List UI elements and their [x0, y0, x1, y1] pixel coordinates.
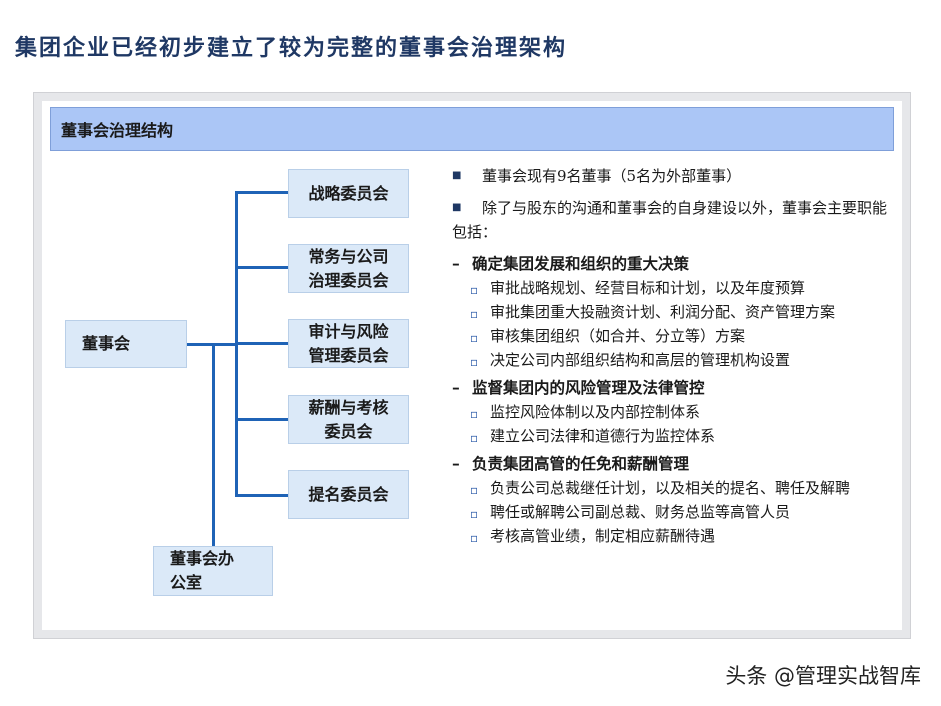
- list-item-text: 决定公司内部组织结构和高层的管理机构设置: [490, 351, 791, 369]
- list-item-text: 审核集团组织（如合并、分立等）方案: [490, 327, 746, 345]
- connector-audit: [235, 342, 288, 345]
- board-label: 董事会: [82, 334, 131, 353]
- nomination-committee-label: 提名委员会: [308, 484, 389, 504]
- panel-inner: 董事会治理结构: [42, 101, 902, 630]
- page-title: 集团企业已经初步建立了较为完整的董事会治理架构: [15, 35, 568, 61]
- dash-icon: –: [452, 254, 460, 273]
- functions-list: ■ 董事会现有9名董事（5名为外部董事） ■ 除了与股东的沟通和董事会的自身建设…: [452, 164, 892, 548]
- list-item-text: 建立公司法律和道德行为监控体系: [490, 427, 716, 445]
- connector-governance: [235, 266, 288, 269]
- section-heading: – 确定集团发展和组织的重大决策: [452, 252, 892, 276]
- bullet-item: ■ 除了与股东的沟通和董事会的自身建设以外，董事会主要职能包括：: [452, 196, 892, 244]
- board-office-box: 董事会办 公室: [153, 546, 273, 596]
- dash-icon: –: [452, 378, 460, 397]
- list-item-text: 负责公司总裁继任计划，以及相关的提名、聘任及解聘: [490, 479, 851, 497]
- square-bullet-icon: ■: [452, 170, 462, 181]
- list-item: ▫ 建立公司法律和道德行为监控体系: [452, 424, 892, 448]
- list-item-text: 审批战略规划、经营目标和计划，以及年度预算: [490, 279, 806, 297]
- list-item-text: 考核高管业绩，制定相应薪酬待遇: [490, 527, 716, 545]
- compensation-committee-box: 薪酬与考核 委员会: [288, 395, 409, 444]
- hollow-square-icon: ▫: [470, 283, 479, 297]
- hollow-square-icon: ▫: [470, 307, 479, 321]
- hollow-square-icon: ▫: [470, 507, 479, 521]
- dash-icon: –: [452, 454, 460, 473]
- section-heading: – 监督集团内的风险管理及法律管控: [452, 376, 892, 400]
- strategy-committee-label: 战略委员会: [308, 183, 389, 203]
- hollow-square-icon: ▫: [470, 355, 479, 369]
- panel-header: 董事会治理结构: [50, 107, 894, 151]
- connector-compensation: [235, 418, 288, 421]
- connector-nomination: [235, 494, 288, 497]
- compensation-committee-label: 薪酬与考核 委员会: [308, 397, 389, 441]
- hollow-square-icon: ▫: [470, 331, 479, 345]
- audit-committee-label: 审计与风险 管理委员会: [308, 321, 389, 365]
- bullet-item: ■ 董事会现有9名董事（5名为外部董事）: [452, 164, 892, 188]
- list-item: ▫ 考核高管业绩，制定相应薪酬待遇: [452, 524, 892, 548]
- list-item: ▫ 审核集团组织（如合并、分立等）方案: [452, 324, 892, 348]
- governance-committee-label: 常务与公司 治理委员会: [308, 246, 389, 290]
- section-heading: – 负责集团高管的任免和薪酬管理: [452, 452, 892, 476]
- audit-committee-box: 审计与风险 管理委员会: [288, 319, 409, 368]
- hollow-square-icon: ▫: [470, 407, 479, 421]
- governance-committee-box: 常务与公司 治理委员会: [288, 244, 409, 293]
- board-box: 董事会: [65, 320, 187, 368]
- section-heading-text: 负责集团高管的任免和薪酬管理: [472, 454, 690, 473]
- connector-strategy: [235, 191, 288, 194]
- section-heading-text: 监督集团内的风险管理及法律管控: [472, 378, 705, 397]
- list-item-text: 审批集团重大投融资计划、利润分配、资产管理方案: [490, 303, 836, 321]
- bullet-text: 除了与股东的沟通和董事会的自身建设以外，董事会主要职能包括：: [452, 199, 888, 241]
- nomination-committee-box: 提名委员会: [288, 470, 409, 519]
- list-item: ▫ 审批战略规划、经营目标和计划，以及年度预算: [452, 276, 892, 300]
- hollow-square-icon: ▫: [470, 483, 479, 497]
- list-item: ▫ 聘任或解聘公司副总裁、财务总监等高管人员: [452, 500, 892, 524]
- board-office-label: 董事会办 公室: [170, 549, 235, 592]
- watermark: 头条 @管理实战智库: [725, 664, 921, 688]
- hollow-square-icon: ▫: [470, 431, 479, 445]
- section-heading-text: 确定集团发展和组织的重大决策: [472, 254, 690, 273]
- square-bullet-icon: ■: [452, 202, 462, 213]
- list-item: ▫ 负责公司总裁继任计划，以及相关的提名、聘任及解聘: [452, 476, 892, 500]
- list-item-text: 聘任或解聘公司副总裁、财务总监等高管人员: [490, 503, 791, 521]
- connector-office-drop: [212, 344, 215, 548]
- connector-board-trunk: [186, 343, 236, 346]
- list-item: ▫ 监控风险体制以及内部控制体系: [452, 400, 892, 424]
- hollow-square-icon: ▫: [470, 531, 479, 545]
- list-item-text: 监控风险体制以及内部控制体系: [490, 403, 701, 421]
- strategy-committee-box: 战略委员会: [288, 169, 409, 218]
- bullet-text: 董事会现有9名董事（5名为外部董事）: [482, 167, 742, 185]
- list-item: ▫ 决定公司内部组织结构和高层的管理机构设置: [452, 348, 892, 372]
- list-item: ▫ 审批集团重大投融资计划、利润分配、资产管理方案: [452, 300, 892, 324]
